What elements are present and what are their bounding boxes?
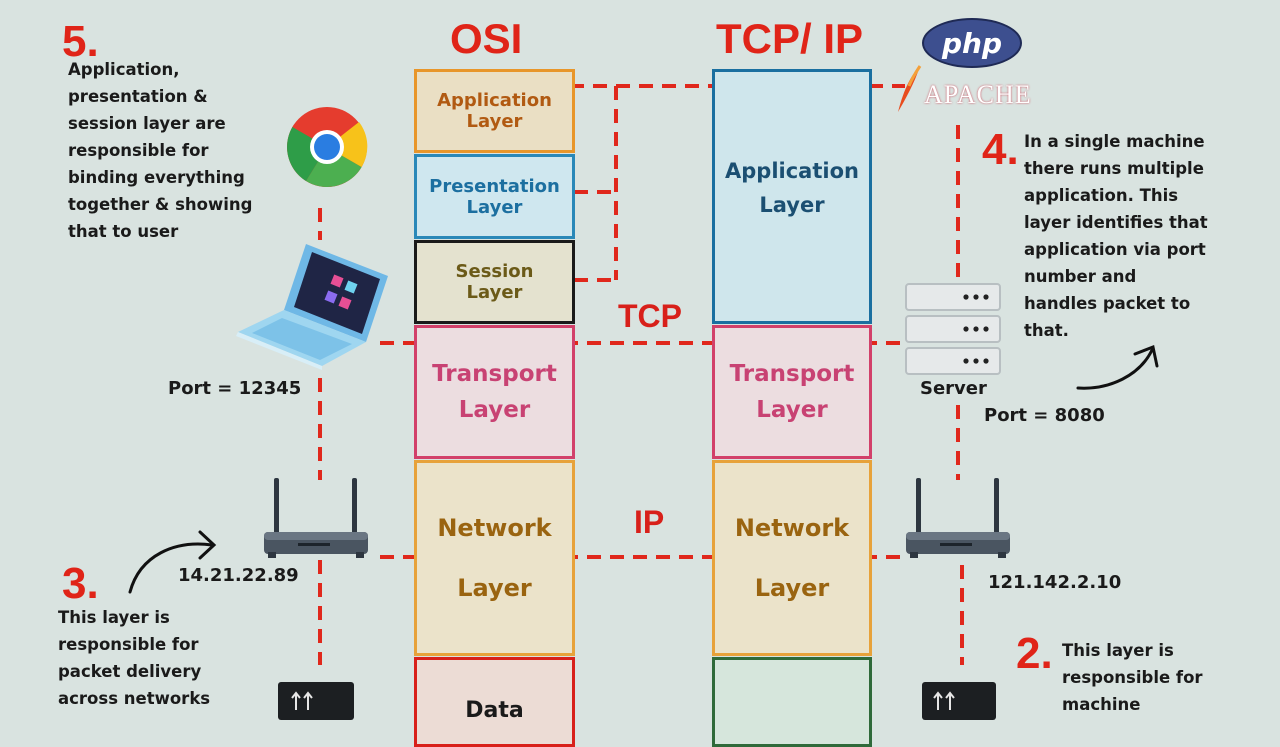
client-port-label: Port = 12345 (168, 378, 302, 399)
tcp-label: TCP (618, 298, 682, 334)
router-icon-client (264, 478, 368, 558)
router-icon-server (906, 478, 1010, 558)
osi-heading: OSI (450, 15, 523, 62)
switch-icon-client (278, 682, 354, 720)
osi-session-layer: Session Layer (414, 240, 575, 324)
apache-logo: APACHE (924, 80, 1032, 109)
arrow-to-note4 (1076, 348, 1154, 390)
arrow-to-router (128, 542, 214, 594)
server-ip-label: 121.142.2.10 (988, 572, 1122, 593)
osi-presentation-layer: Presentation Layer (414, 154, 575, 239)
laptop-icon (236, 244, 388, 370)
osi-transport-layer: Transport Layer (414, 325, 575, 459)
tcpip-transport-layer: Transport Layer (712, 325, 872, 459)
arrow-to-note4-head (1133, 344, 1159, 368)
note2-text: This layer is responsible for machine (1062, 641, 1203, 714)
note4-text: In a single machine there runs multiple … (1024, 132, 1208, 340)
note5-text: Application, presentation & session laye… (68, 60, 253, 241)
note3-number: 3. (62, 559, 99, 608)
note4-number: 4. (982, 125, 1019, 174)
arrow-to-router-head (198, 530, 217, 560)
server-icon (905, 283, 1001, 375)
osi-data-link-layer: Data (414, 657, 575, 747)
tcpip-application-layer: Application Layer (712, 69, 872, 324)
server-port-label: Port = 8080 (984, 405, 1105, 426)
osi-network-layer: Network Layer (414, 460, 575, 656)
server-label: Server (920, 378, 987, 399)
osi-application-layer: Application Layer (414, 69, 575, 153)
tcpip-network-layer: Network Layer (712, 460, 872, 656)
note3-text: This layer is responsible for packet del… (58, 608, 211, 708)
tcpip-heading: TCP/ IP (716, 15, 864, 62)
php-logo: php (922, 18, 1022, 68)
chrome-icon (287, 107, 368, 187)
apache-feather-icon (898, 65, 922, 112)
switch-icon-server (922, 682, 996, 720)
tcpip-link-layer (712, 657, 872, 747)
ip-label: IP (634, 504, 665, 540)
client-ip-label: 14.21.22.89 (178, 565, 299, 586)
php-logo-text: php (941, 26, 1003, 60)
note5-number: 5. (62, 17, 99, 66)
note2-number: 2. (1016, 629, 1053, 678)
